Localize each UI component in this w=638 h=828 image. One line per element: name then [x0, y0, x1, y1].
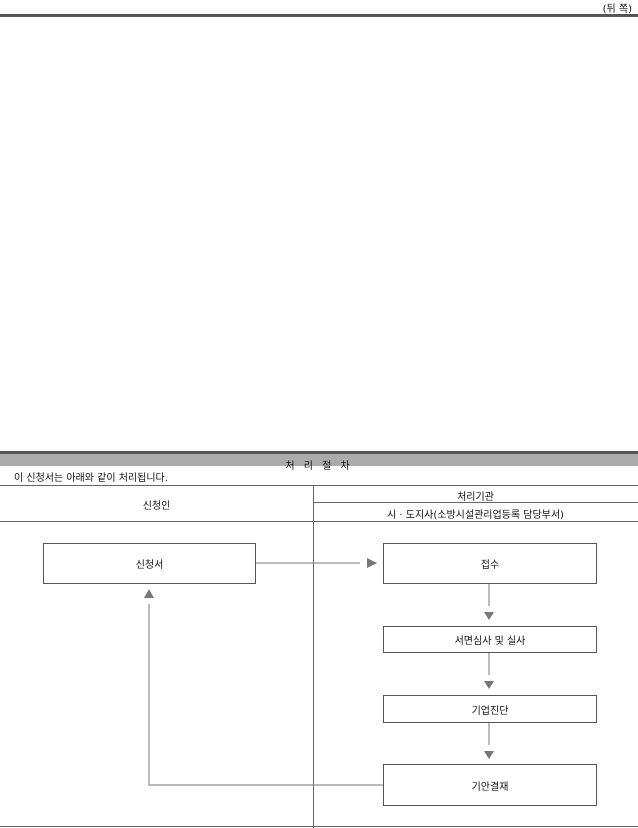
section-title-band: 처 리 절 차 [0, 454, 638, 472]
table-bottom-rule [0, 826, 638, 827]
agency-header-divider [313, 502, 638, 503]
step-review-label: 서면심사 및 실사 [454, 636, 526, 647]
arrow-down-icon [484, 612, 494, 620]
step-receipt: 접수 [383, 543, 597, 584]
column-subheader-agency: 시 · 도지사(소방시설관리업등록 담당부서) [387, 510, 564, 521]
arrow-down-icon [484, 751, 494, 759]
section-title-bar [0, 451, 638, 454]
column-divider [313, 485, 314, 828]
step-application-label: 신청서 [135, 560, 164, 571]
intro-text: 이 신청서는 아래와 같이 처리됩니다. [14, 473, 168, 484]
step-review: 서면심사 및 실사 [383, 626, 597, 653]
step-diagnosis: 기업진단 [383, 695, 597, 723]
table-header-bottom-rule [0, 521, 638, 522]
connector-approval-to-application [148, 604, 383, 786]
column-header-applicant: 신청인 [142, 501, 171, 512]
section-title: 처 리 절 차 [285, 461, 353, 472]
step-diagnosis-label: 기업진단 [471, 705, 509, 717]
top-rule [0, 14, 638, 17]
step-approval: 기안결재 [383, 764, 597, 806]
arrow-down-icon [484, 681, 494, 689]
column-header-agency: 처리기관 [457, 492, 494, 503]
step-application: 신청서 [43, 543, 256, 584]
page-label: (뒤 쪽) [602, 4, 632, 15]
arrow-up-icon [144, 589, 154, 598]
step-approval-label: 기안결재 [471, 781, 509, 793]
step-receipt-label: 접수 [480, 560, 500, 571]
arrow-right-icon [367, 558, 377, 568]
table-top-rule [0, 485, 638, 486]
